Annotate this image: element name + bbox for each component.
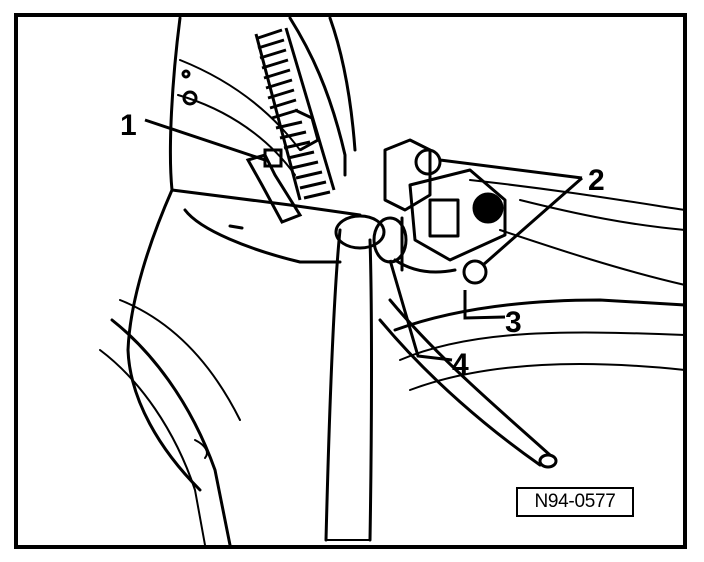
leader-line-4 [388, 259, 453, 362]
figure-reference-code: N94-0577 [534, 491, 616, 512]
callout-3: 3 [505, 306, 522, 339]
vehicle-body-linework [99, 16, 687, 547]
spring-coil [254, 27, 336, 201]
callout-2: 2 [588, 164, 605, 197]
leader-line-2a [439, 158, 583, 180]
figure-reference-box: N94-0577 [516, 487, 634, 517]
callout-1: 1 [120, 109, 137, 142]
leader-line-3 [463, 290, 506, 320]
drawing-border [14, 13, 687, 549]
leader-line-1 [144, 118, 266, 162]
leader-line-2b [482, 176, 583, 267]
callout-4: 4 [452, 348, 469, 381]
leader-lines [144, 118, 583, 362]
cable-clamp [245, 108, 320, 224]
